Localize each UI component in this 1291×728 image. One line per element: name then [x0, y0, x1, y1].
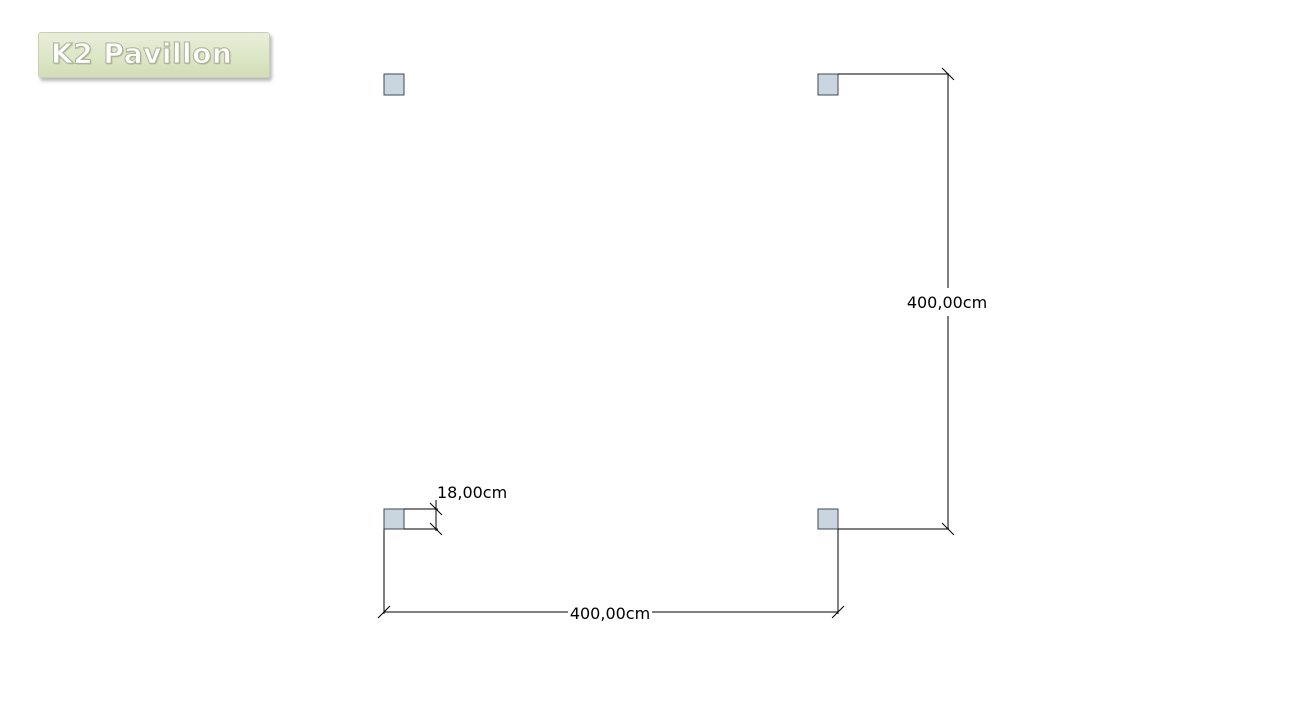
depth-tick-top	[941, 67, 955, 81]
width-dimension-label: 400,00cm	[570, 604, 650, 623]
post-size-dimension: 18,00cm	[404, 483, 507, 536]
width-tick-right	[831, 605, 845, 619]
width-dimension: 400,00cm	[377, 529, 845, 623]
depth-dimension: 400,00cm	[838, 67, 987, 536]
post-top-right	[817, 73, 839, 96]
post-top-left	[383, 73, 405, 96]
post-size-dimension-label: 18,00cm	[437, 483, 507, 502]
post-bottom-left	[383, 508, 405, 530]
post-size-tick-top	[429, 502, 443, 516]
depth-tick-bottom	[941, 522, 955, 536]
post-bottom-right	[817, 508, 839, 530]
brand-logo-text: K2 Pavillon	[50, 37, 233, 71]
post-size-tick-bottom	[429, 522, 443, 536]
width-tick-left	[377, 605, 391, 619]
brand-logo: K2 Pavillon	[38, 32, 270, 78]
depth-dimension-label: 400,00cm	[907, 293, 987, 312]
